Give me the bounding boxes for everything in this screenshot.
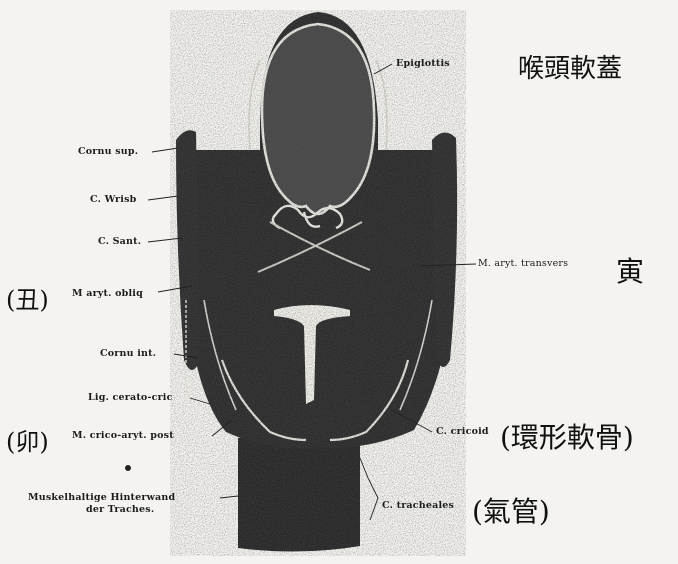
annotation-chou: (丑) (6, 280, 49, 315)
bullet-dot (125, 465, 131, 471)
label-muskel-line2: der Traches. (86, 504, 154, 515)
label-c-wrisb: C. Wrisb (90, 194, 136, 205)
label-c-tracheales: C. tracheales (382, 500, 454, 511)
label-c-sant: C. Sant. (98, 236, 141, 247)
label-c-cricoid: C. cricoid (436, 426, 489, 437)
annotation-mao: (卯) (6, 422, 49, 457)
label-lig-cerato-cric: Lig. cerato-cric (88, 392, 173, 403)
label-cornu-sup: Cornu sup. (78, 146, 138, 157)
label-muskel-line1: Muskelhaltige Hinterwand (28, 492, 175, 503)
label-epiglottis: Epiglottis (396, 58, 450, 69)
label-m-crico-aryt-post: M. crico-aryt. post (72, 430, 174, 441)
annotation-trachea-cn: (氣管) (472, 490, 550, 530)
annotation-yin: 寅 (616, 250, 644, 290)
label-m-aryt-obliq: M aryt. obliq (72, 288, 143, 299)
annotation-epiglottis-cn: 喉頭軟蓋 (518, 48, 622, 85)
label-cornu-int: Cornu int. (100, 348, 156, 359)
label-m-aryt-transvers: M. aryt. transvers (478, 258, 568, 269)
annotation-cricoid-cn: (環形軟骨) (500, 416, 634, 456)
